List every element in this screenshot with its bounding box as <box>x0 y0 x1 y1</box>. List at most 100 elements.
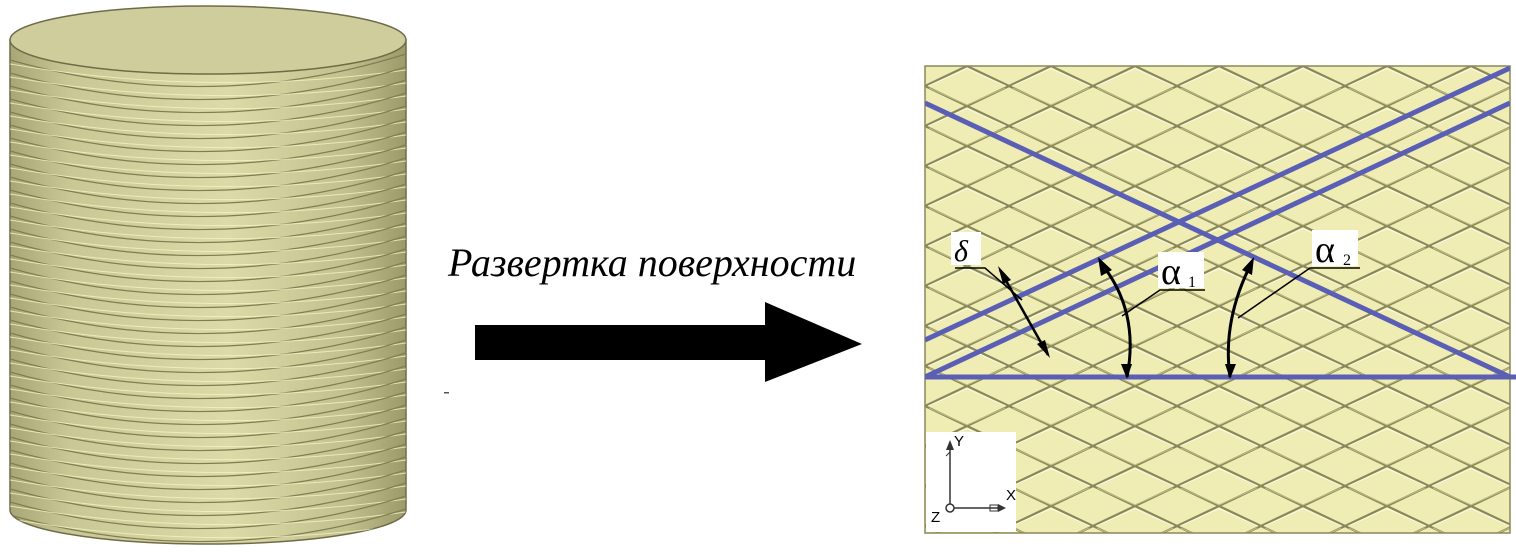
groove-highlight <box>10 167 406 188</box>
groove-line <box>10 274 406 309</box>
groove-highlight <box>10 206 406 227</box>
angle-arc-alpha1 <box>1098 261 1132 378</box>
alpha1-arrowhead-bottom <box>1121 364 1132 379</box>
groove-highlight <box>10 245 406 266</box>
groove-line <box>10 339 406 374</box>
groove-line <box>10 378 406 413</box>
axis-x-label: X <box>1006 487 1016 504</box>
groove-line <box>10 131 406 166</box>
axis-y-label: Y <box>954 433 964 450</box>
groove-line <box>10 430 406 465</box>
groove-line <box>10 482 406 517</box>
groove-line <box>10 261 406 296</box>
groove-line <box>10 404 406 439</box>
groove-line <box>10 157 406 192</box>
alpha2-leader <box>1237 267 1360 319</box>
groove-line <box>10 456 406 491</box>
groove-line <box>10 326 406 361</box>
groove-highlight <box>10 414 406 435</box>
alpha1-label: α <box>1161 251 1181 293</box>
groove-line <box>10 248 406 283</box>
alpha2-arrowhead-bottom <box>1225 364 1236 379</box>
alpha2-arrowhead-top <box>1242 257 1254 275</box>
delta-arrowhead-bottom <box>1037 340 1050 358</box>
cylinder-top-face <box>9 5 407 75</box>
groove-highlight <box>10 102 406 123</box>
groove-line <box>10 209 406 244</box>
groove-highlight <box>10 401 406 422</box>
stray-mark <box>444 392 449 394</box>
delta-leader <box>955 267 1023 301</box>
unrolled-surface: δ α 1 α 2 Y X Z <box>924 65 1516 534</box>
groove-line <box>10 196 406 231</box>
groove-highlight <box>10 115 406 136</box>
groove-line <box>10 79 406 114</box>
helix-line-descending <box>925 100 1510 380</box>
groove-highlight <box>10 193 406 214</box>
axis-z-label: Z <box>931 509 940 526</box>
groove-line <box>10 352 406 387</box>
delta-label: δ <box>954 235 969 268</box>
groove-line <box>10 300 406 335</box>
groove-line <box>10 365 406 400</box>
surface-border <box>924 65 1511 534</box>
groove-line <box>10 391 406 426</box>
groove-highlight <box>10 427 406 448</box>
surface-pattern <box>925 66 1510 533</box>
cylinder-helical-grooves <box>10 53 406 544</box>
groove-line <box>10 66 406 101</box>
groove-line <box>10 443 406 478</box>
alpha2-subscript: 2 <box>1343 252 1351 269</box>
groove-line <box>10 495 406 530</box>
groove-highlight <box>10 310 406 331</box>
caption-text: Развертка поверхности <box>447 240 856 285</box>
groove-highlight <box>10 466 406 487</box>
groove-highlight <box>10 479 406 500</box>
groove-highlight <box>10 232 406 253</box>
groove-highlight <box>10 323 406 344</box>
groove-highlight <box>10 297 406 318</box>
groove-highlight <box>10 362 406 383</box>
groove-highlight <box>10 63 406 84</box>
groove-line <box>10 92 406 127</box>
axis-triad: Y X Z <box>926 432 1016 532</box>
groove-highlight <box>10 336 406 357</box>
helix-line-upper <box>925 66 1510 343</box>
alpha1-subscript: 1 <box>1188 274 1196 291</box>
groove-line <box>10 53 406 88</box>
groove-highlight <box>10 440 406 461</box>
groove-highlight <box>10 128 406 149</box>
groove-highlight <box>10 76 406 97</box>
groove-line <box>10 417 406 452</box>
alpha2-label-bg <box>1312 230 1358 266</box>
groove-line <box>10 469 406 504</box>
groove-line <box>10 118 406 153</box>
groove-line <box>10 170 406 205</box>
delta-arrowhead-top <box>998 266 1011 284</box>
groove-line <box>10 508 406 543</box>
groove-highlight <box>10 258 406 279</box>
groove-line <box>10 183 406 218</box>
groove-line <box>10 313 406 348</box>
groove-highlight <box>10 518 406 539</box>
groove-highlight <box>10 154 406 175</box>
groove-line <box>10 105 406 140</box>
alpha1-arrowhead-top <box>1098 257 1112 276</box>
groove-highlight <box>10 388 406 409</box>
groove-highlight <box>10 219 406 240</box>
groove-highlight <box>10 271 406 292</box>
groove-highlight <box>10 349 406 370</box>
delta-label-bg <box>951 232 981 265</box>
alpha1-leader <box>1121 289 1205 317</box>
groove-highlight <box>10 375 406 396</box>
cylinder <box>9 5 407 545</box>
groove-highlight <box>10 180 406 201</box>
groove-line <box>10 287 406 322</box>
delta-dimension-line <box>998 269 1050 356</box>
alpha2-label: α <box>1315 229 1335 271</box>
groove-highlight <box>10 453 406 474</box>
alpha1-label-bg <box>1158 252 1204 288</box>
groove-highlight <box>10 492 406 513</box>
groove-highlight <box>10 284 406 305</box>
